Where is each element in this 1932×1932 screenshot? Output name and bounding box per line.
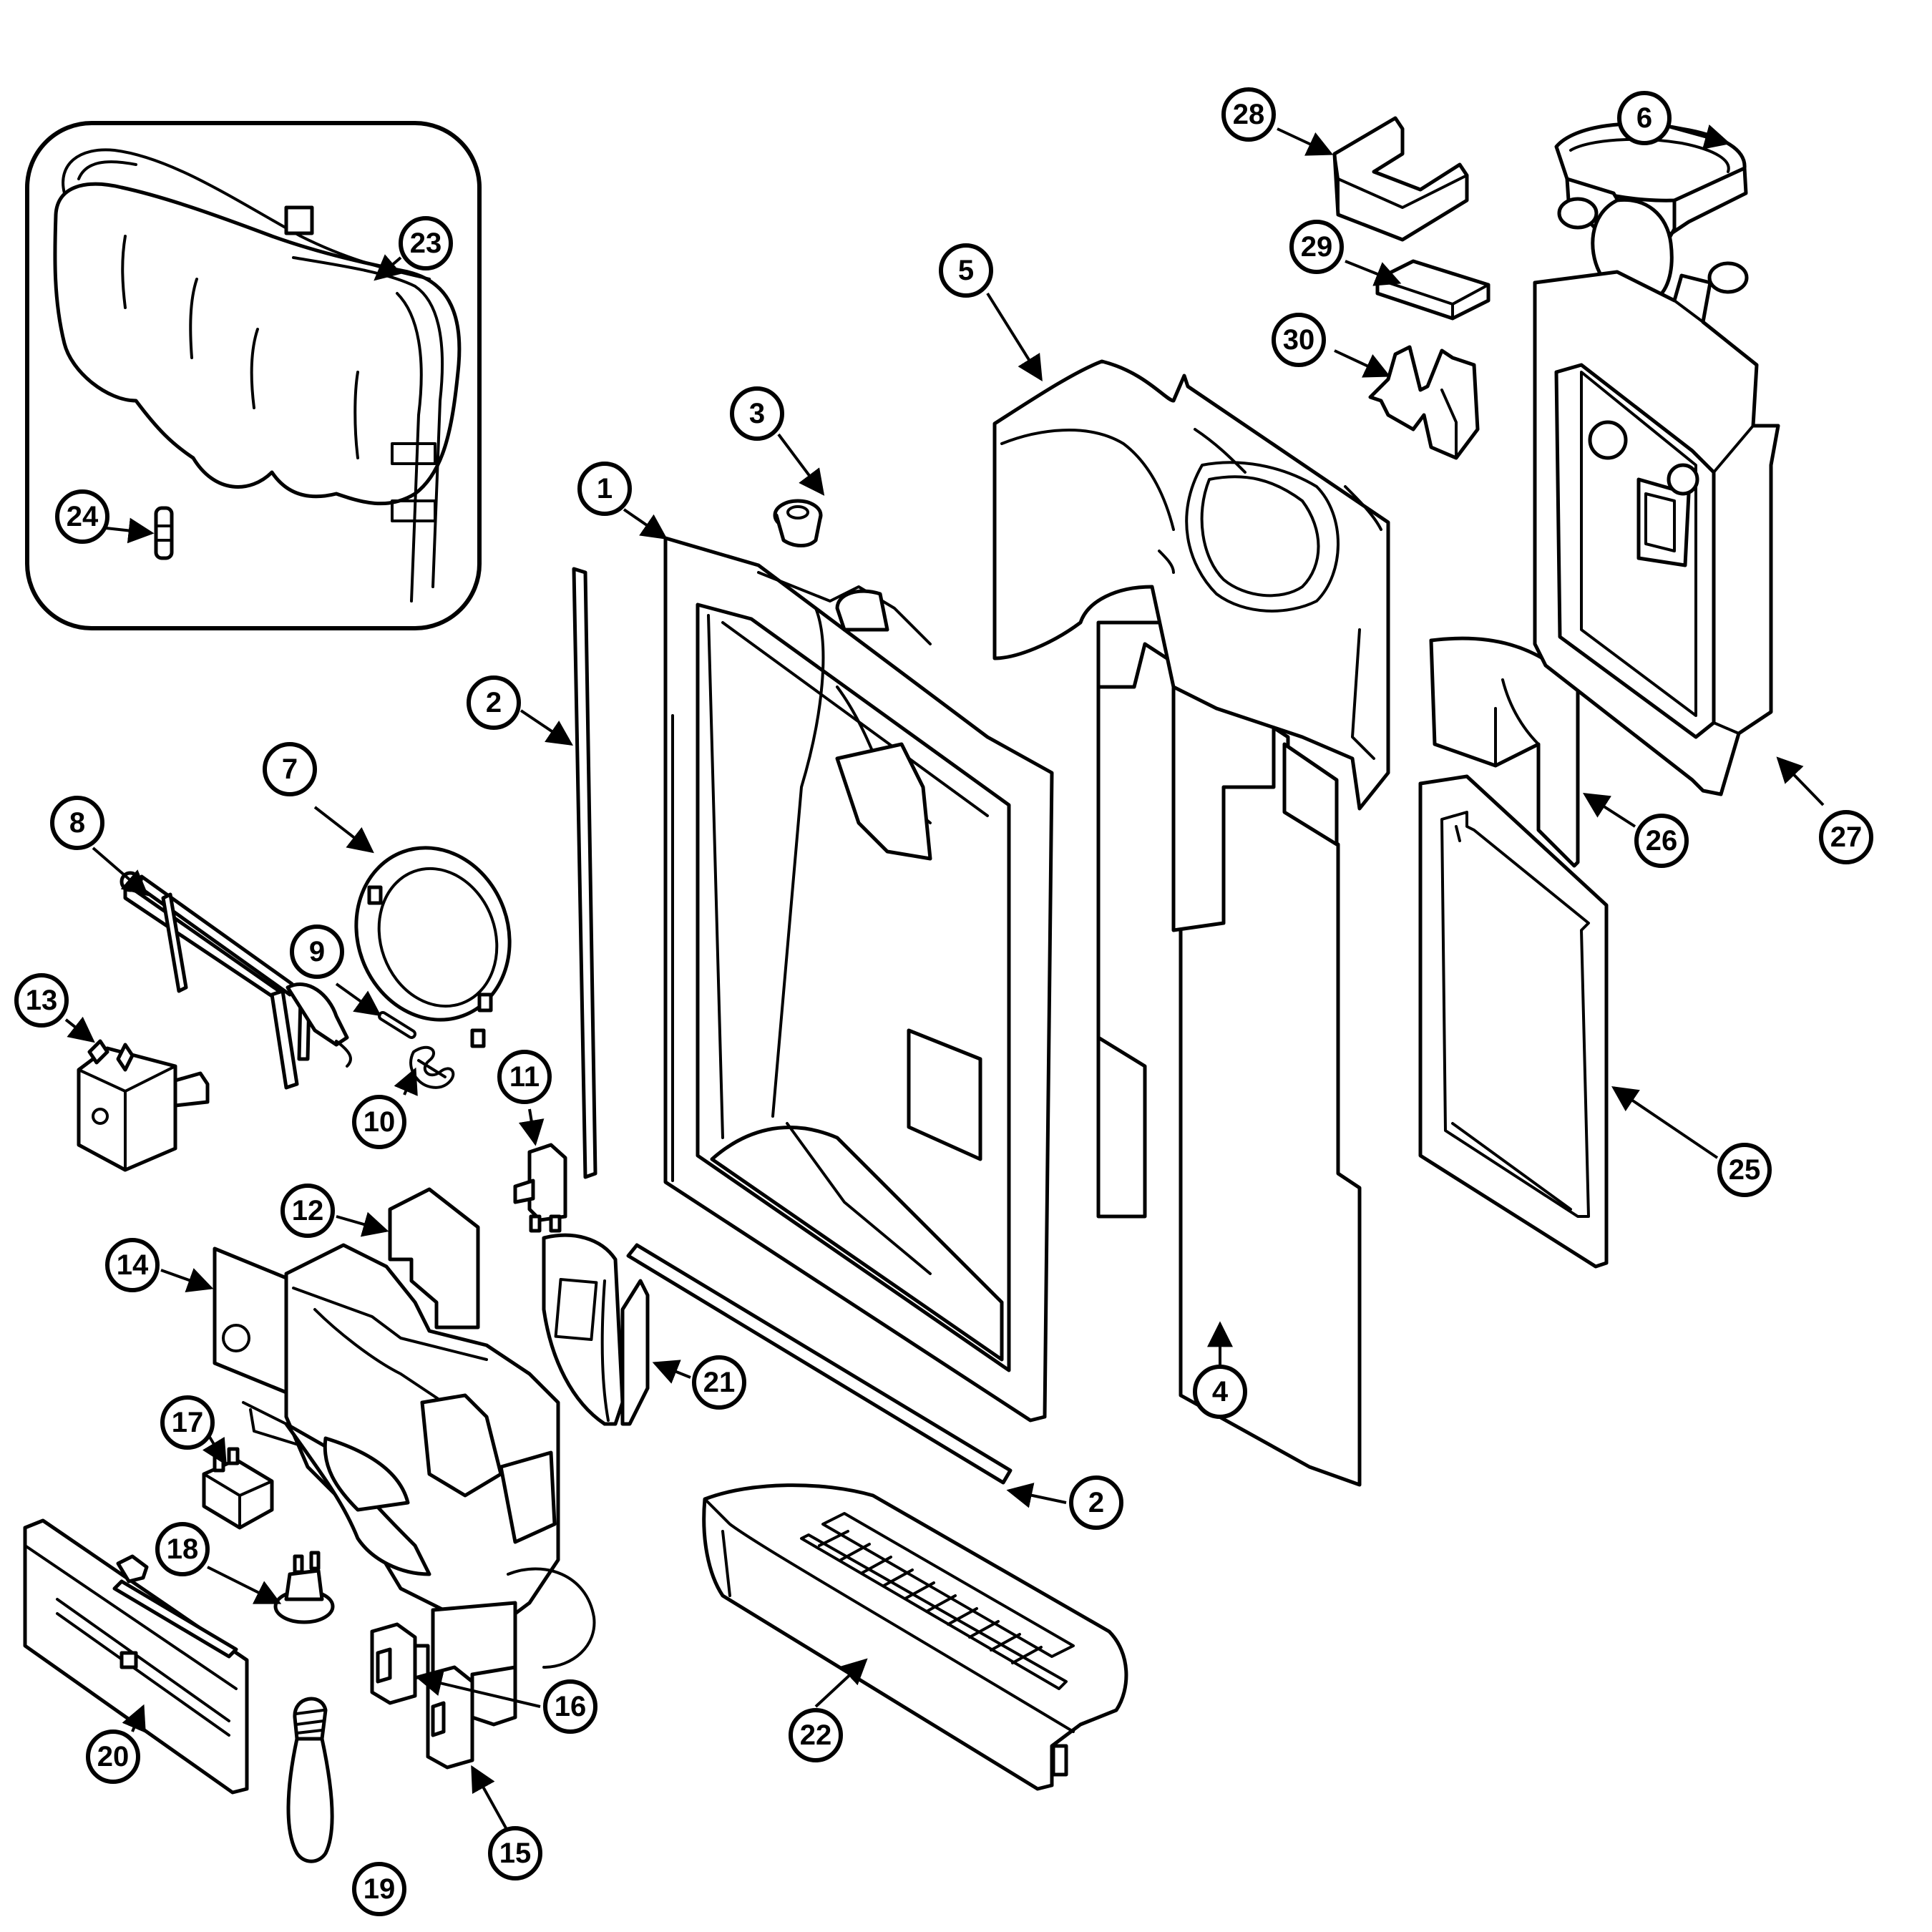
svg-text:2: 2 bbox=[1088, 1487, 1104, 1518]
svg-text:19: 19 bbox=[364, 1873, 396, 1905]
svg-text:17: 17 bbox=[172, 1407, 204, 1438]
part-14-mechanism bbox=[213, 1243, 596, 1727]
callout-20: 20 bbox=[86, 1729, 140, 1784]
svg-text:5: 5 bbox=[958, 255, 974, 286]
part-22-drip-tray bbox=[702, 1483, 1128, 1791]
callout-5: 5 bbox=[939, 243, 993, 298]
callout-25: 25 bbox=[1717, 1143, 1772, 1197]
callout-22: 22 bbox=[789, 1708, 843, 1762]
part-11-switch bbox=[513, 1143, 567, 1233]
callout-23: 23 bbox=[399, 216, 453, 270]
drip-tray-grille bbox=[818, 1530, 1043, 1664]
part-10-spring bbox=[409, 1045, 455, 1089]
callout-16: 16 bbox=[543, 1679, 597, 1734]
part-9-pin bbox=[378, 1011, 416, 1039]
callout-10: 10 bbox=[352, 1095, 406, 1149]
part-30-clip bbox=[1368, 345, 1480, 460]
svg-text:26: 26 bbox=[1646, 825, 1678, 857]
svg-text:16: 16 bbox=[555, 1691, 587, 1722]
svg-text:28: 28 bbox=[1233, 99, 1265, 130]
part-13-solenoid bbox=[77, 1039, 210, 1172]
part-24-connector bbox=[154, 506, 174, 560]
svg-text:10: 10 bbox=[364, 1106, 396, 1138]
part-23-evaporator bbox=[53, 148, 462, 602]
inset-frame bbox=[25, 121, 482, 630]
callout-13: 13 bbox=[14, 973, 69, 1028]
callout-27: 27 bbox=[1819, 810, 1873, 864]
part-20-trim-panel bbox=[23, 1518, 249, 1795]
callout-11: 11 bbox=[497, 1050, 552, 1104]
part-28-bracket bbox=[1332, 116, 1469, 242]
callout-24: 24 bbox=[55, 489, 109, 544]
svg-text:23: 23 bbox=[410, 228, 442, 259]
svg-text:30: 30 bbox=[1283, 324, 1315, 356]
part-25-gasket-frame bbox=[1418, 774, 1609, 1269]
part-21-paddle bbox=[542, 1233, 650, 1426]
svg-text:7: 7 bbox=[282, 753, 298, 785]
part-12-insulation-piece bbox=[388, 1187, 480, 1330]
callout-26: 26 bbox=[1634, 814, 1689, 868]
part-8-actuator-arm bbox=[119, 871, 352, 1090]
callout-17: 17 bbox=[160, 1395, 215, 1450]
callout-2: 2 bbox=[467, 675, 521, 730]
svg-text:27: 27 bbox=[1830, 821, 1863, 853]
svg-text:6: 6 bbox=[1636, 102, 1652, 134]
svg-text:18: 18 bbox=[167, 1533, 199, 1565]
svg-text:20: 20 bbox=[97, 1741, 130, 1772]
callout-19: 19 bbox=[352, 1862, 406, 1916]
svg-text:15: 15 bbox=[499, 1838, 532, 1869]
svg-text:11: 11 bbox=[509, 1061, 540, 1093]
svg-text:22: 22 bbox=[800, 1719, 832, 1751]
svg-text:21: 21 bbox=[703, 1367, 736, 1398]
svg-text:25: 25 bbox=[1729, 1154, 1761, 1186]
part-17-microswitch bbox=[202, 1447, 274, 1530]
svg-text:13: 13 bbox=[26, 985, 58, 1016]
part-3-plug bbox=[773, 499, 823, 547]
part-5-duct-panel bbox=[992, 359, 1390, 811]
callout-3: 3 bbox=[730, 386, 784, 441]
callout-9: 9 bbox=[290, 924, 344, 979]
svg-text:24: 24 bbox=[67, 501, 99, 532]
part-2-trim-strip-vertical bbox=[572, 567, 597, 1179]
callout-14: 14 bbox=[105, 1238, 160, 1292]
part-29-pad bbox=[1375, 259, 1491, 321]
callout-4: 4 bbox=[1193, 1365, 1247, 1419]
svg-text:9: 9 bbox=[309, 936, 325, 967]
callout-21: 21 bbox=[692, 1355, 746, 1410]
callout-30: 30 bbox=[1272, 313, 1326, 367]
part-19-light-bulb bbox=[286, 1697, 334, 1863]
svg-text:12: 12 bbox=[292, 1195, 324, 1226]
callout-29: 29 bbox=[1289, 220, 1344, 274]
part-18-light-socket bbox=[273, 1551, 335, 1624]
svg-text:4: 4 bbox=[1212, 1376, 1229, 1407]
part-4-insulation-panel bbox=[1096, 620, 1362, 1487]
callout-18: 18 bbox=[155, 1522, 210, 1576]
callout-7: 7 bbox=[263, 742, 317, 796]
callout-28: 28 bbox=[1221, 87, 1276, 142]
callout-12: 12 bbox=[280, 1184, 335, 1238]
part-27-front-housing bbox=[1533, 270, 1780, 796]
callout-2-lower: 2 bbox=[1069, 1475, 1123, 1530]
part-16-switch bbox=[370, 1622, 430, 1705]
part-1-housing-frame bbox=[663, 536, 1054, 1423]
svg-text:14: 14 bbox=[117, 1249, 149, 1281]
part-7-cover-disc bbox=[354, 846, 512, 1048]
callout-1: 1 bbox=[577, 462, 632, 516]
callout-6: 6 bbox=[1617, 91, 1672, 145]
callout-8: 8 bbox=[50, 796, 104, 850]
svg-text:3: 3 bbox=[749, 398, 765, 429]
leader-lines bbox=[64, 125, 1825, 1833]
svg-text:1: 1 bbox=[597, 473, 613, 504]
svg-text:8: 8 bbox=[69, 807, 85, 839]
svg-text:2: 2 bbox=[486, 687, 502, 718]
callout-15: 15 bbox=[488, 1826, 542, 1880]
part-2-trim-strip-horizontal bbox=[626, 1243, 1013, 1485]
svg-text:29: 29 bbox=[1301, 231, 1333, 263]
